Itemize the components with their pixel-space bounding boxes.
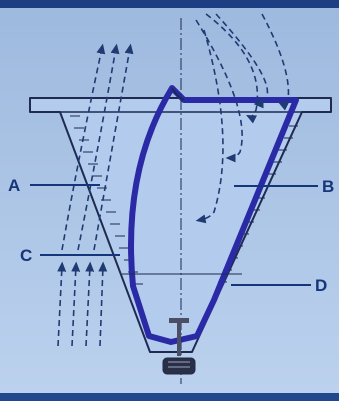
callout-label-b: B [322, 177, 334, 196]
bottom-border-strip [0, 393, 339, 401]
callout-label-a: A [8, 176, 20, 195]
callout-label-c: C [20, 246, 32, 265]
callout-label-d: D [315, 276, 327, 295]
top-border-strip [0, 0, 339, 8]
